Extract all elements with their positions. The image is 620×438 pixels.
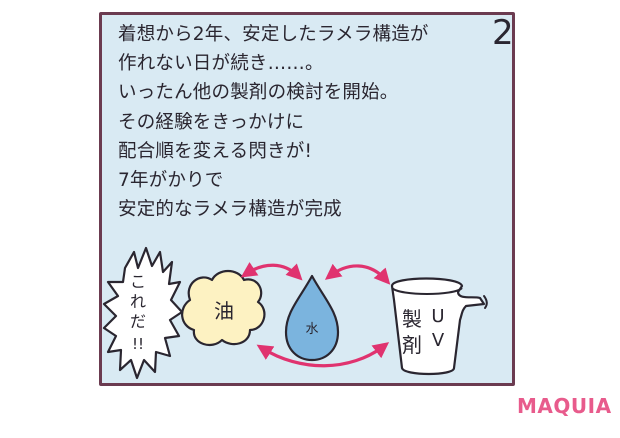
maquia-logo: MAQUIA (517, 394, 612, 418)
water-label: 水 (305, 322, 318, 337)
arrow-oil-water (240, 262, 303, 281)
arrow-water-beaker (324, 263, 391, 285)
narration-line: 着想から2年、安定したラメラ構造が (118, 24, 429, 45)
exclamation-char: だ (130, 312, 146, 331)
exclamation-burst: こ れ だ !! (102, 246, 184, 380)
narration-line: 配合順を変える閃きが! (118, 140, 313, 162)
exclamation-char: こ (130, 272, 146, 291)
narration-line: 7年がかりで (118, 170, 224, 192)
narration-line: 作れない日が続き……。 (118, 53, 324, 75)
water-drop: 水 (284, 274, 340, 362)
narration-line: 安定的なラメラ構造が完成 (118, 199, 342, 221)
beaker-label-char: U (431, 306, 444, 327)
narration-line: その経験をきっかけに (118, 111, 305, 133)
exclamation-char: !! (132, 335, 144, 353)
narration-line: いったん他の製剤の検討を開始。 (118, 82, 399, 104)
arrow-oil-beaker (256, 342, 390, 368)
beaker-label-char: V (432, 330, 445, 351)
beaker: 製 剤 U V (390, 277, 488, 376)
beaker-label-char: 製 (402, 307, 422, 331)
beaker-label-char: 剤 (402, 333, 422, 357)
narration-text: 着想から2年、安定したラメラ構造が 作れない日が続き……。 いったん他の製剤の検… (118, 20, 488, 224)
oil-label: 油 (214, 299, 234, 323)
panel-number: 2 (492, 13, 514, 53)
exclamation-char: れ (130, 292, 146, 311)
oil-blob: 油 (181, 269, 266, 347)
